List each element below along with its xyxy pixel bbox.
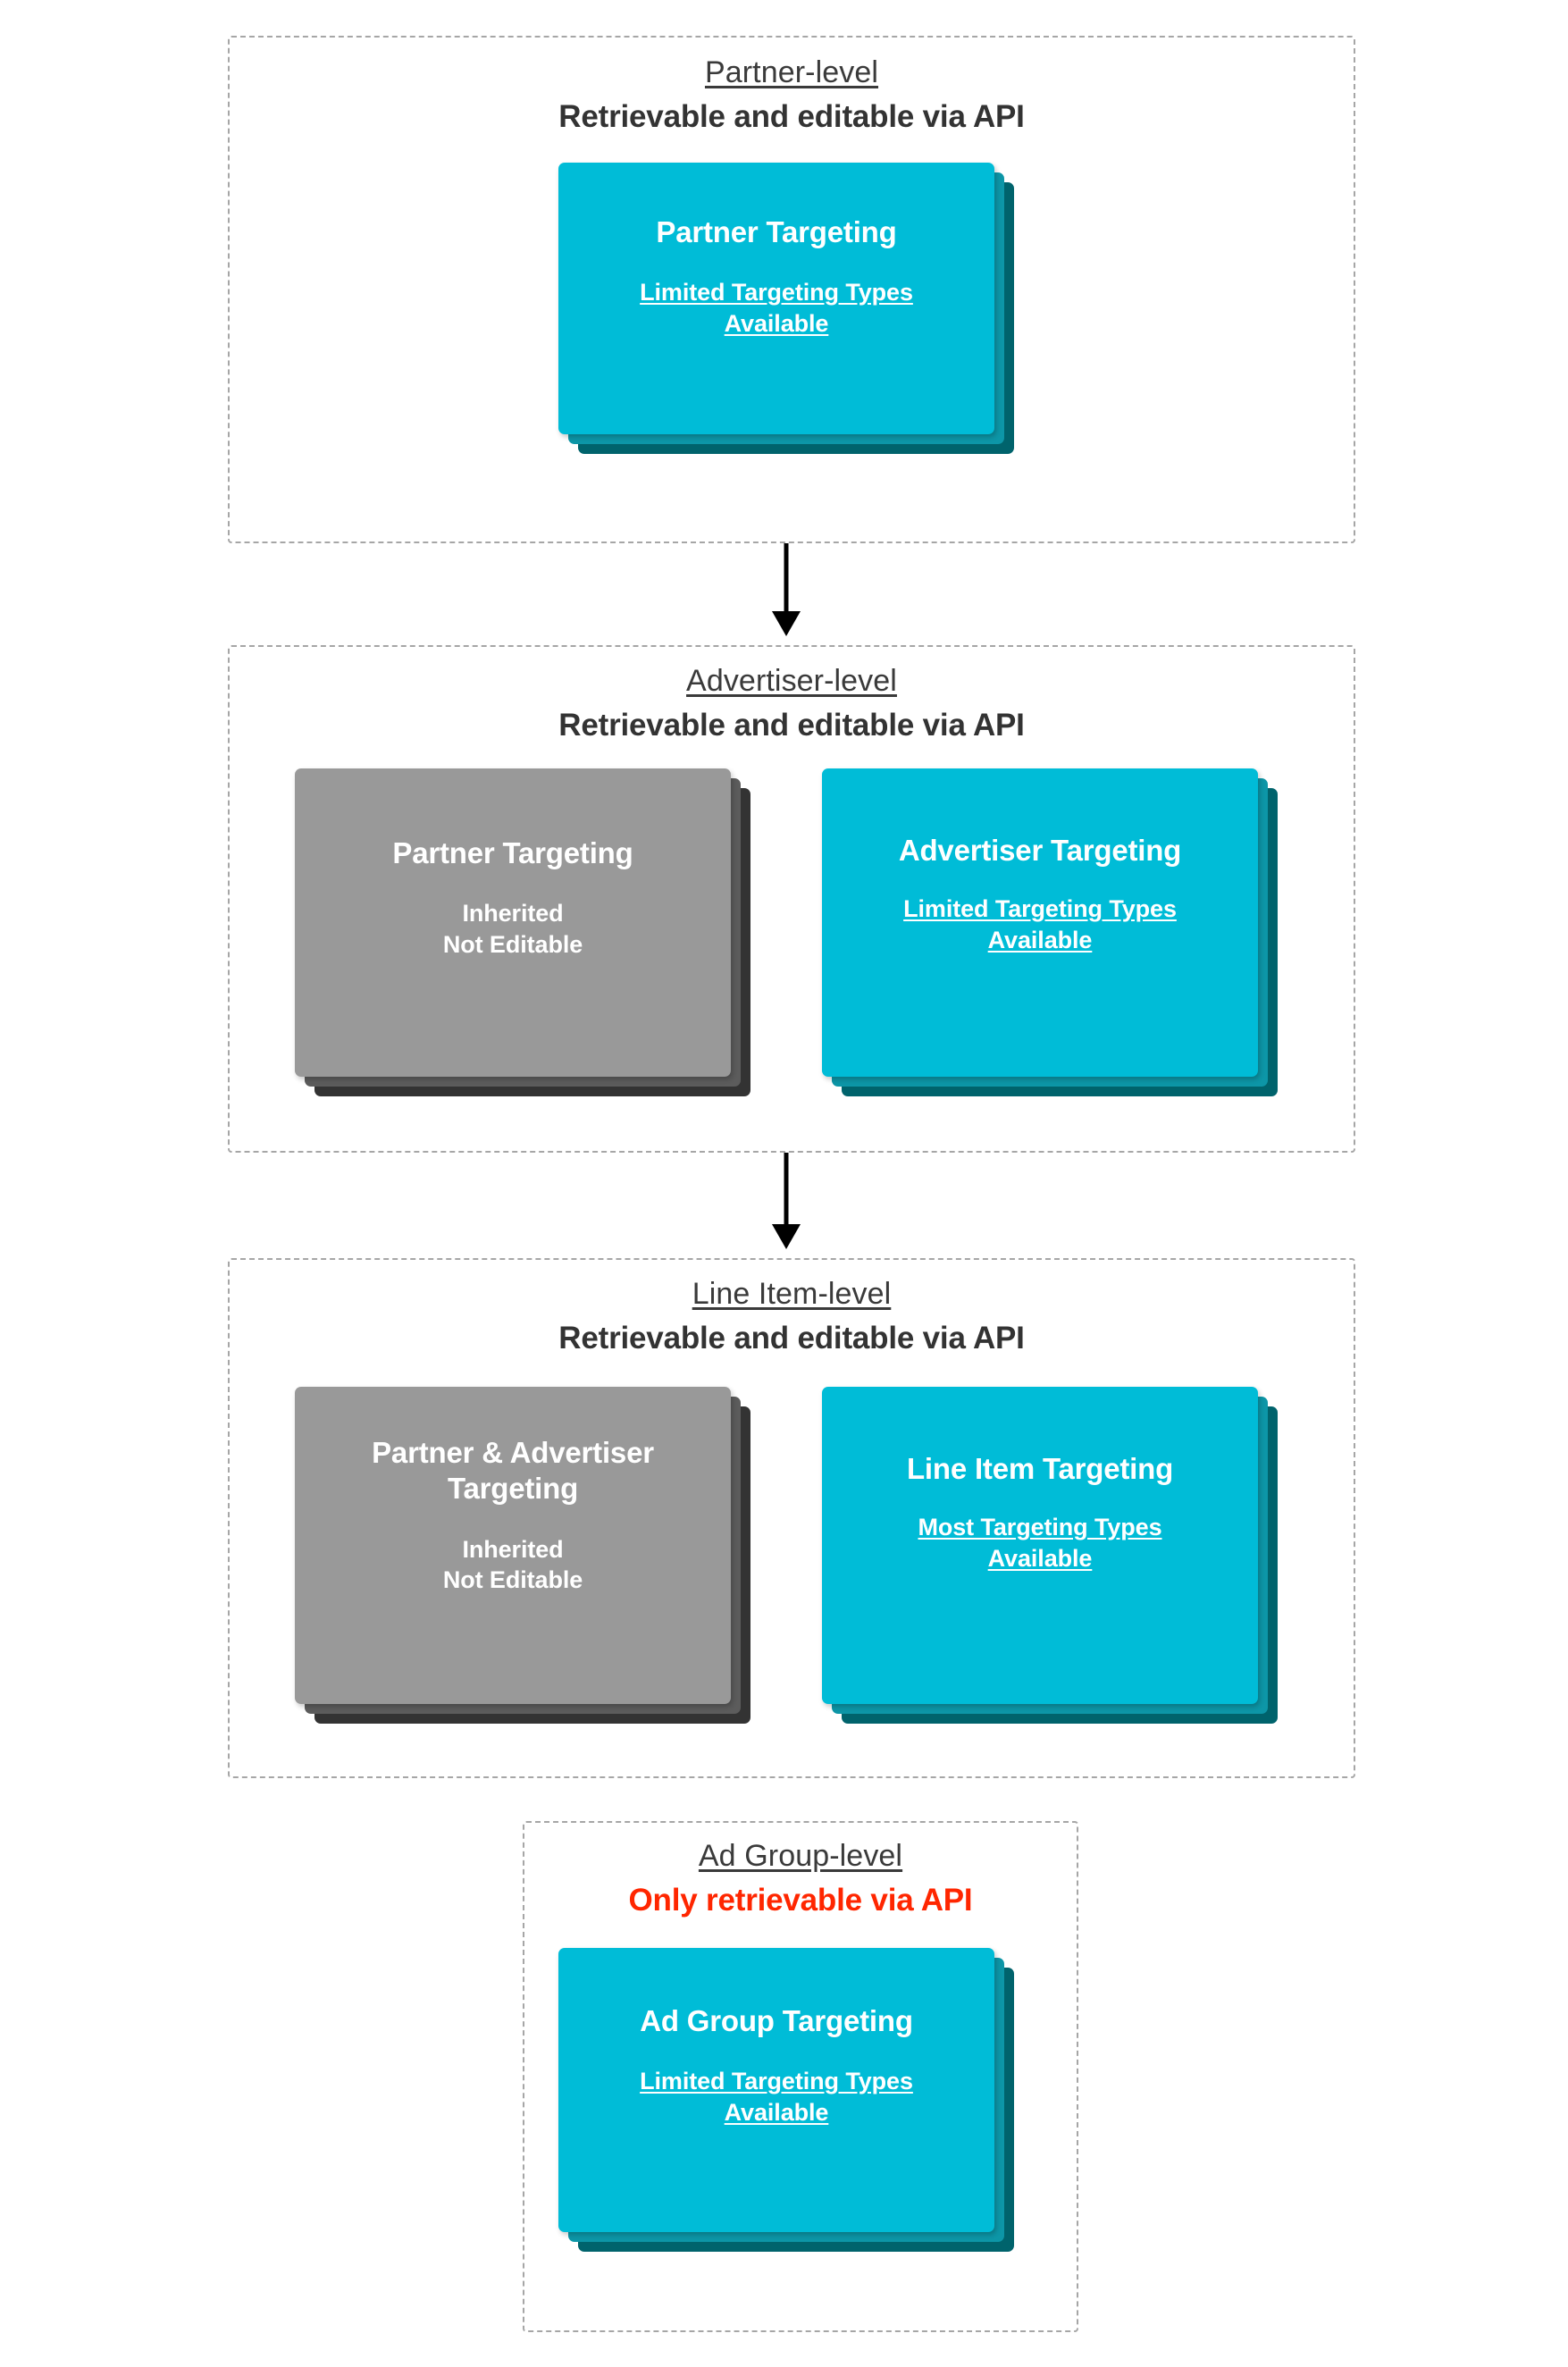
arrow-head <box>772 1224 801 1249</box>
card-title: Partner & Advertiser Targeting <box>372 1436 654 1506</box>
card-stack-line-item-inherited[interactable]: Partner & Advertiser Targeting Inherited… <box>295 1387 750 1744</box>
card-title: Ad Group Targeting <box>640 2004 913 2037</box>
level-header-line-item: Line Item-level Retrievable and editable… <box>230 1275 1354 1358</box>
card-layer-front: Partner Targeting Limited Targeting Type… <box>558 163 994 434</box>
connector-arrow-advertiser-to-line-item <box>755 1153 818 1249</box>
arrow-shaft <box>784 1153 789 1226</box>
card-layer-front: Partner Targeting Inherited Not Editable <box>295 768 731 1077</box>
card-stack-partner-targeting[interactable]: Partner Targeting Limited Targeting Type… <box>558 163 1014 454</box>
level-title-partner: Partner-level <box>704 55 879 89</box>
level-subtitle-line-item: Retrievable and editable via API <box>558 1321 1025 1356</box>
arrow-head <box>772 611 801 636</box>
level-title-ad-group: Ad Group-level <box>698 1839 903 1873</box>
level-title-line-item: Line Item-level <box>692 1277 892 1311</box>
level-title-advertiser: Advertiser-level <box>686 664 897 698</box>
card-note: Inherited Not Editable <box>442 1535 583 1594</box>
card-note: Limited Targeting Types Available <box>640 2068 913 2126</box>
level-container-advertiser: Advertiser-level Retrievable and editabl… <box>228 645 1355 1153</box>
level-subtitle-ad-group: Only retrievable via API <box>628 1883 973 1918</box>
level-header-partner: Partner-level Retrievable and editable v… <box>230 54 1354 137</box>
card-stack-line-item-targeting[interactable]: Line Item Targeting Most Targeting Types… <box>822 1387 1278 1744</box>
card-layer-front: Advertiser Targeting Limited Targeting T… <box>822 768 1258 1077</box>
card-layer-front: Partner & Advertiser Targeting Inherited… <box>295 1387 731 1704</box>
level-header-ad-group: Ad Group-level Only retrievable via API <box>524 1837 1077 1920</box>
level-container-line-item: Line Item-level Retrievable and editable… <box>228 1258 1355 1778</box>
card-stack-ad-group-targeting[interactable]: Ad Group Targeting Limited Targeting Typ… <box>558 1948 1014 2252</box>
card-title: Partner Targeting <box>392 836 633 869</box>
arrow-shaft <box>784 543 789 613</box>
card-title: Advertiser Targeting <box>898 834 1182 867</box>
connector-arrow-partner-to-advertiser <box>755 543 818 636</box>
card-stack-advertiser-inherited-partner[interactable]: Partner Targeting Inherited Not Editable <box>295 768 750 1117</box>
card-layer-front: Line Item Targeting Most Targeting Types… <box>822 1387 1258 1704</box>
level-subtitle-advertiser: Retrievable and editable via API <box>558 708 1025 743</box>
card-title: Line Item Targeting <box>906 1452 1174 1485</box>
card-note: Most Targeting Types Available <box>918 1514 1162 1572</box>
level-container-partner: Partner-level Retrievable and editable v… <box>228 36 1355 543</box>
level-subtitle-partner: Retrievable and editable via API <box>558 99 1025 135</box>
card-note: Limited Targeting Types Available <box>640 279 913 337</box>
card-layer-front: Ad Group Targeting Limited Targeting Typ… <box>558 1948 994 2232</box>
card-note: Limited Targeting Types Available <box>903 895 1177 953</box>
card-note: Inherited Not Editable <box>442 900 583 958</box>
card-stack-advertiser-targeting[interactable]: Advertiser Targeting Limited Targeting T… <box>822 768 1278 1117</box>
level-header-advertiser: Advertiser-level Retrievable and editabl… <box>230 662 1354 745</box>
card-title: Partner Targeting <box>656 215 897 248</box>
level-container-ad-group: Ad Group-level Only retrievable via API <box>523 1821 1078 2332</box>
